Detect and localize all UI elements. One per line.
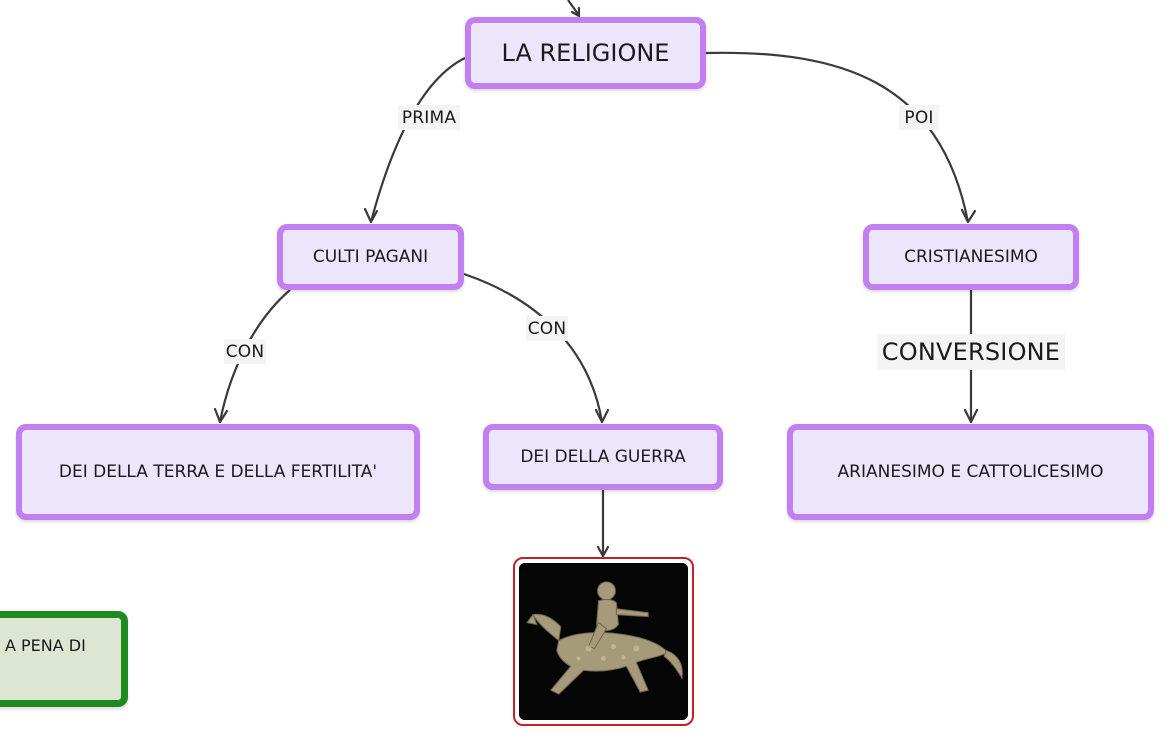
node-image-horseman[interactable] bbox=[513, 557, 694, 726]
link-label-con-guerra: CON bbox=[526, 316, 568, 341]
node-arianesimo-cattolicesimo[interactable]: ARIANESIMO E CATTOLICESIMO bbox=[787, 424, 1154, 520]
edge-prima bbox=[369, 57, 466, 223]
link-label-conversione: CONVERSIONE bbox=[877, 334, 1065, 370]
link-label-prima: PRIMA bbox=[398, 105, 460, 130]
link-label-poi: POI bbox=[899, 105, 939, 130]
arrowhead-prima bbox=[363, 207, 379, 224]
node-culti-pagani-label: CULTI PAGANI bbox=[312, 247, 429, 267]
node-dei-della-guerra[interactable]: DEI DELLA GUERRA bbox=[483, 424, 723, 490]
node-dei-della-terra[interactable]: DEI DELLA TERRA E DELLA FERTILITA' bbox=[16, 424, 420, 520]
node-dei-della-terra-label: DEI DELLA TERRA E DELLA FERTILITA' bbox=[58, 462, 378, 482]
arrowhead-image bbox=[596, 545, 610, 558]
node-la-religione-label: LA RELIGIONE bbox=[501, 39, 670, 67]
arrowhead-poi bbox=[960, 208, 977, 224]
node-arianesimo-cattolicesimo-label: ARIANESIMO E CATTOLICESIMO bbox=[837, 462, 1104, 482]
incoming-edge bbox=[567, 0, 579, 15]
node-cristianesimo-label: CRISTIANESIMO bbox=[904, 247, 1038, 267]
node-pena-partial[interactable]: A PENA DI bbox=[0, 611, 128, 707]
node-culti-pagani[interactable]: CULTI PAGANI bbox=[277, 224, 464, 290]
node-cristianesimo[interactable]: CRISTIANESIMO bbox=[863, 224, 1079, 290]
node-la-religione[interactable]: LA RELIGIONE bbox=[465, 17, 706, 89]
horseman-figure-icon bbox=[519, 563, 688, 720]
arrowhead-con-guerra bbox=[594, 408, 610, 424]
horseman-image bbox=[519, 563, 688, 720]
node-dei-della-guerra-label: DEI DELLA GUERRA bbox=[520, 447, 686, 467]
edge-con-guerra bbox=[463, 272, 604, 423]
edge-poi bbox=[705, 51, 970, 223]
node-pena-label: A PENA DI bbox=[5, 636, 86, 655]
arrowhead-con-terra bbox=[213, 407, 229, 424]
link-label-con-terra: CON bbox=[224, 339, 266, 364]
arrowhead-conversione bbox=[963, 408, 979, 424]
incoming-arrowhead bbox=[570, 6, 581, 18]
